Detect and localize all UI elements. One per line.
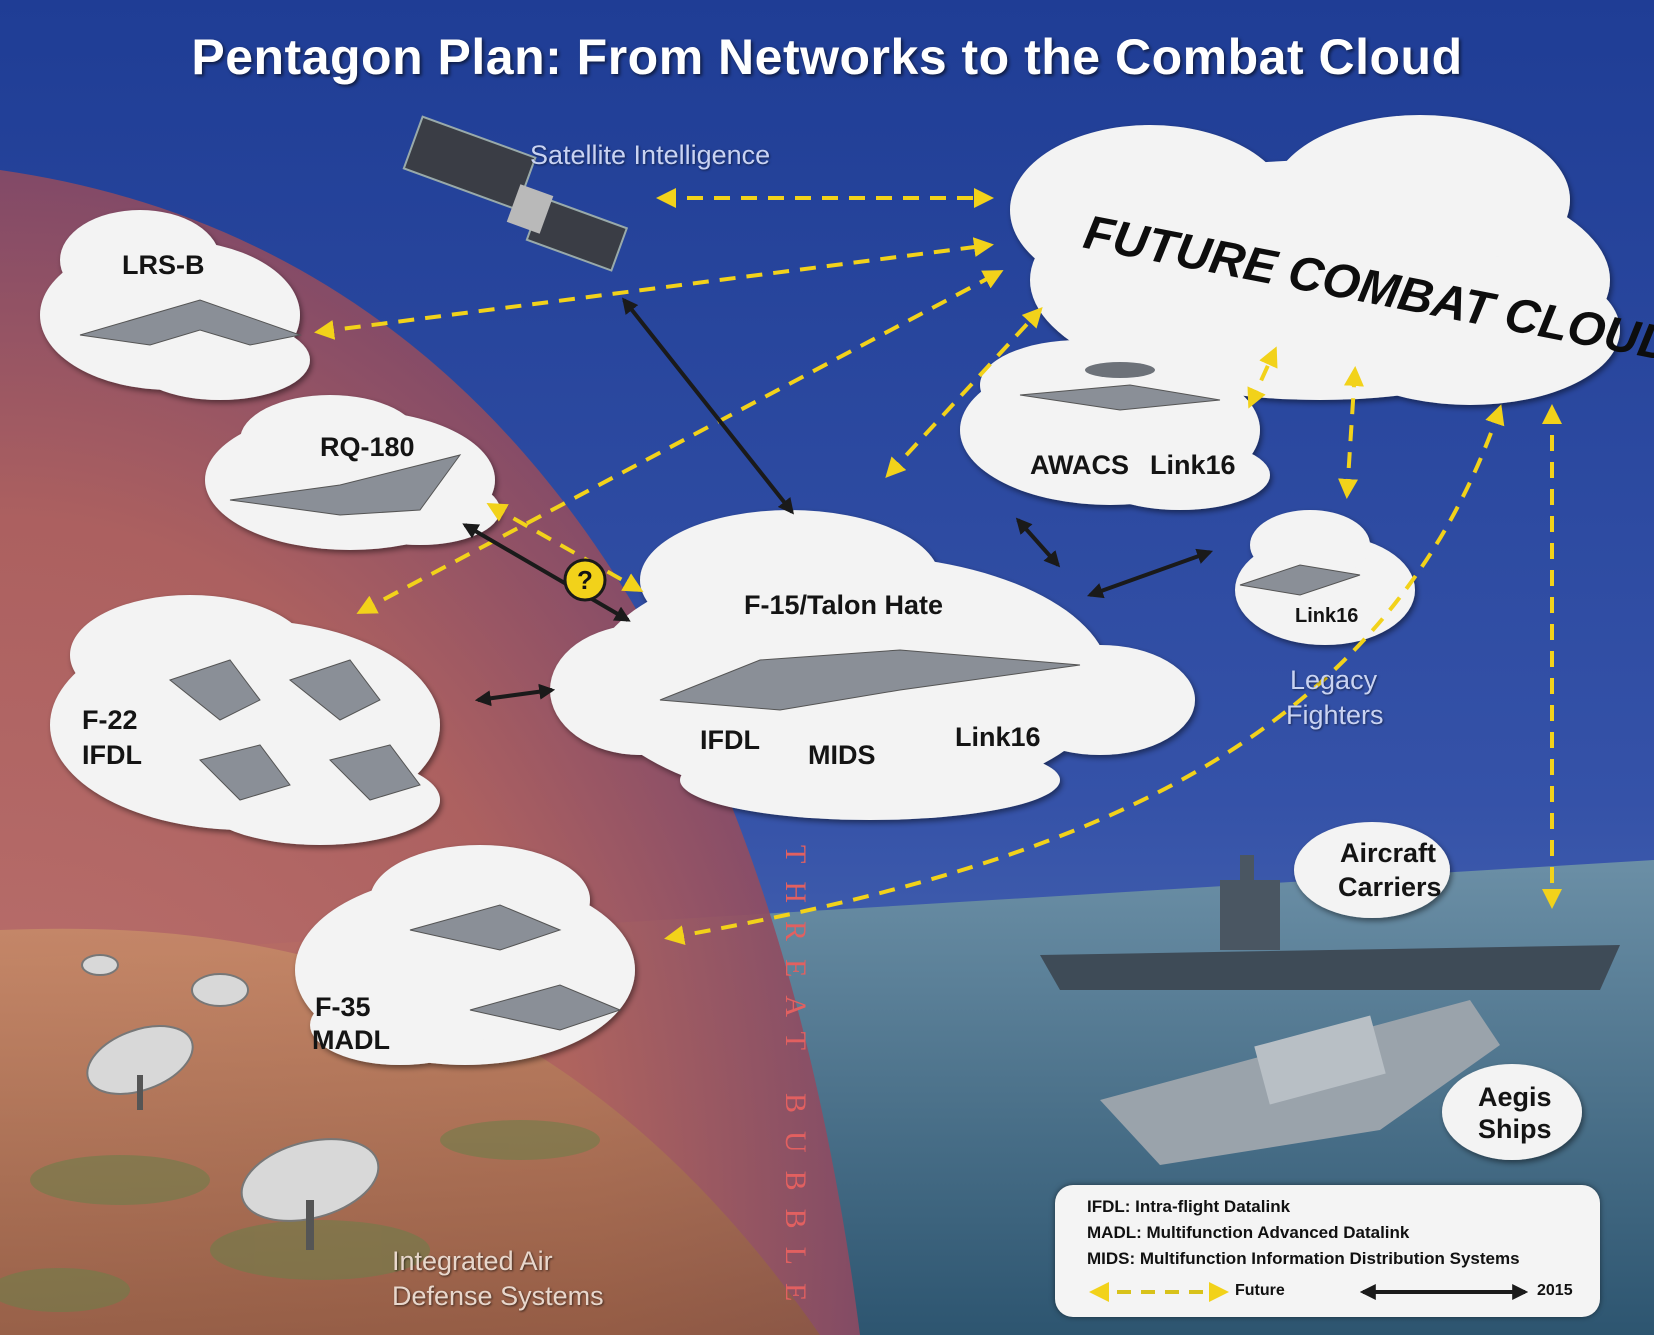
f15-link16-label: Link16 xyxy=(955,722,1041,752)
future-link xyxy=(664,404,1505,946)
awacs-link-label: Link16 xyxy=(1150,450,1236,480)
vegetation xyxy=(0,1120,600,1312)
f35-aircraft-icon xyxy=(409,904,562,951)
current-link xyxy=(1015,517,1061,568)
carriers-label-line1: Aircraft xyxy=(1340,838,1437,868)
f22-aircraft-icon xyxy=(288,659,381,721)
radar-dish-icon xyxy=(81,954,249,1007)
radar-dish-icon xyxy=(240,1138,380,1250)
rq180-label: RQ-180 xyxy=(320,432,415,462)
aegis-cloud xyxy=(1442,1064,1582,1160)
legend-ifdl: IFDL: Intra-flight Datalink xyxy=(1087,1197,1291,1216)
current-link xyxy=(622,297,794,515)
current-link xyxy=(474,683,556,707)
f22-aircraft-icon xyxy=(199,744,291,801)
future-link xyxy=(1247,346,1278,409)
desert-ground xyxy=(0,928,820,1335)
f15-mids-label: MIDS xyxy=(808,740,876,770)
legacy-fighters-label-line1: Legacy xyxy=(1290,665,1378,695)
future-combat-cloud-shape xyxy=(1010,115,1620,405)
f22-aircraft-icon xyxy=(168,659,261,721)
legend-future-arrow xyxy=(1089,1282,1229,1302)
f22-label: F-22 xyxy=(82,705,138,735)
aegis-label-line2: Ships xyxy=(1478,1114,1552,1144)
f15-label: F-15/Talon Hate xyxy=(744,590,944,620)
awacs-radar-dome-icon xyxy=(1085,362,1155,378)
lrsb-label: LRS-B xyxy=(122,250,205,280)
aegis-ship-icon xyxy=(1100,1000,1500,1165)
satellite-label: Satellite Intelligence xyxy=(530,140,771,170)
iads-label-line2: Defense Systems xyxy=(392,1281,604,1311)
legend-box: IFDL: Intra-flight Datalink MADL: Multif… xyxy=(1055,1185,1600,1317)
f22-aircraft-icon xyxy=(329,744,421,801)
page-title: Pentagon Plan: From Networks to the Comb… xyxy=(191,29,1463,85)
threat-bubble-label: THREAT BUBBLE xyxy=(779,845,812,1320)
question-mark-label: ? xyxy=(577,565,593,595)
legend-mids: MIDS: Multifunction Information Distribu… xyxy=(1087,1249,1520,1268)
carriers-cloud xyxy=(1294,822,1450,918)
f15-ifdl-label: IFDL xyxy=(700,725,760,755)
carriers-label-line2: Carriers xyxy=(1338,872,1442,902)
f35-aircraft-icon xyxy=(469,984,622,1031)
awacs-label: AWACS xyxy=(1030,450,1130,480)
radar-dish-icon xyxy=(86,1025,194,1110)
question-badge xyxy=(563,558,607,602)
current-link xyxy=(462,523,631,622)
legend-madl: MADL: Multifunction Advanced Datalink xyxy=(1087,1223,1410,1242)
iads-label-line1: Integrated Air xyxy=(392,1246,553,1276)
f35-label: F-35 xyxy=(315,992,371,1022)
legacy-link-label: Link16 xyxy=(1295,605,1359,627)
current-link xyxy=(1086,548,1214,599)
aegis-label-line1: Aegis xyxy=(1478,1082,1552,1112)
legend-future-label: Future xyxy=(1235,1282,1285,1299)
lrsb-aircraft-icon xyxy=(79,299,302,346)
f35-link-label: MADL xyxy=(312,1025,390,1055)
legend-current-arrow xyxy=(1359,1284,1529,1300)
f22-link-label: IFDL xyxy=(82,740,142,770)
legend-current-label: 2015 xyxy=(1537,1282,1573,1299)
legacy-fighters-label-line2: Fighters xyxy=(1286,700,1384,730)
